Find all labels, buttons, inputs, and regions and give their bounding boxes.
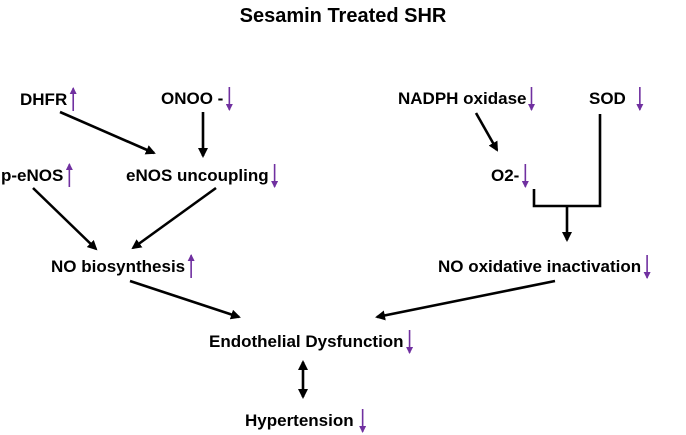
node-o2: O2-	[491, 166, 519, 185]
node-nadph-oxidase: NADPH oxidase	[398, 89, 526, 108]
node-dhfr: DHFR	[20, 90, 67, 109]
edge-enos-uncoupling-to-no-biosynthesis	[131, 186, 217, 250]
edge-dhfr-to-enos-uncoupling	[59, 110, 156, 155]
node-enos-uncoupling: eNOS uncoupling	[126, 166, 269, 185]
edge-no-oxidative-inactivation-to-endothelial-dysfunction	[375, 279, 556, 321]
edge-p-enos-to-no-biosynthesis	[32, 187, 98, 251]
node-sod: SOD	[589, 89, 626, 108]
edge-o2-sod-bracket	[532, 114, 602, 208]
node-onoo: ONOO -	[161, 89, 223, 108]
edge-no-biosynthesis-to-endothelial-dysfunction	[129, 279, 241, 320]
edge-nadph-oxidase-to-o2	[474, 112, 499, 152]
diagram-title: Sesamin Treated SHR	[240, 5, 447, 27]
change-indicators	[65, 87, 651, 433]
node-no-biosynthesis: NO biosynthesis	[51, 257, 185, 276]
node-endothelial-dysfunction: Endothelial Dysfunction	[209, 332, 404, 351]
node-p-enos: p-eNOS	[1, 166, 63, 185]
node-no-oxidative-inactivation: NO oxidative inactivation	[438, 257, 641, 276]
node-hypertension: Hypertension	[245, 411, 354, 430]
